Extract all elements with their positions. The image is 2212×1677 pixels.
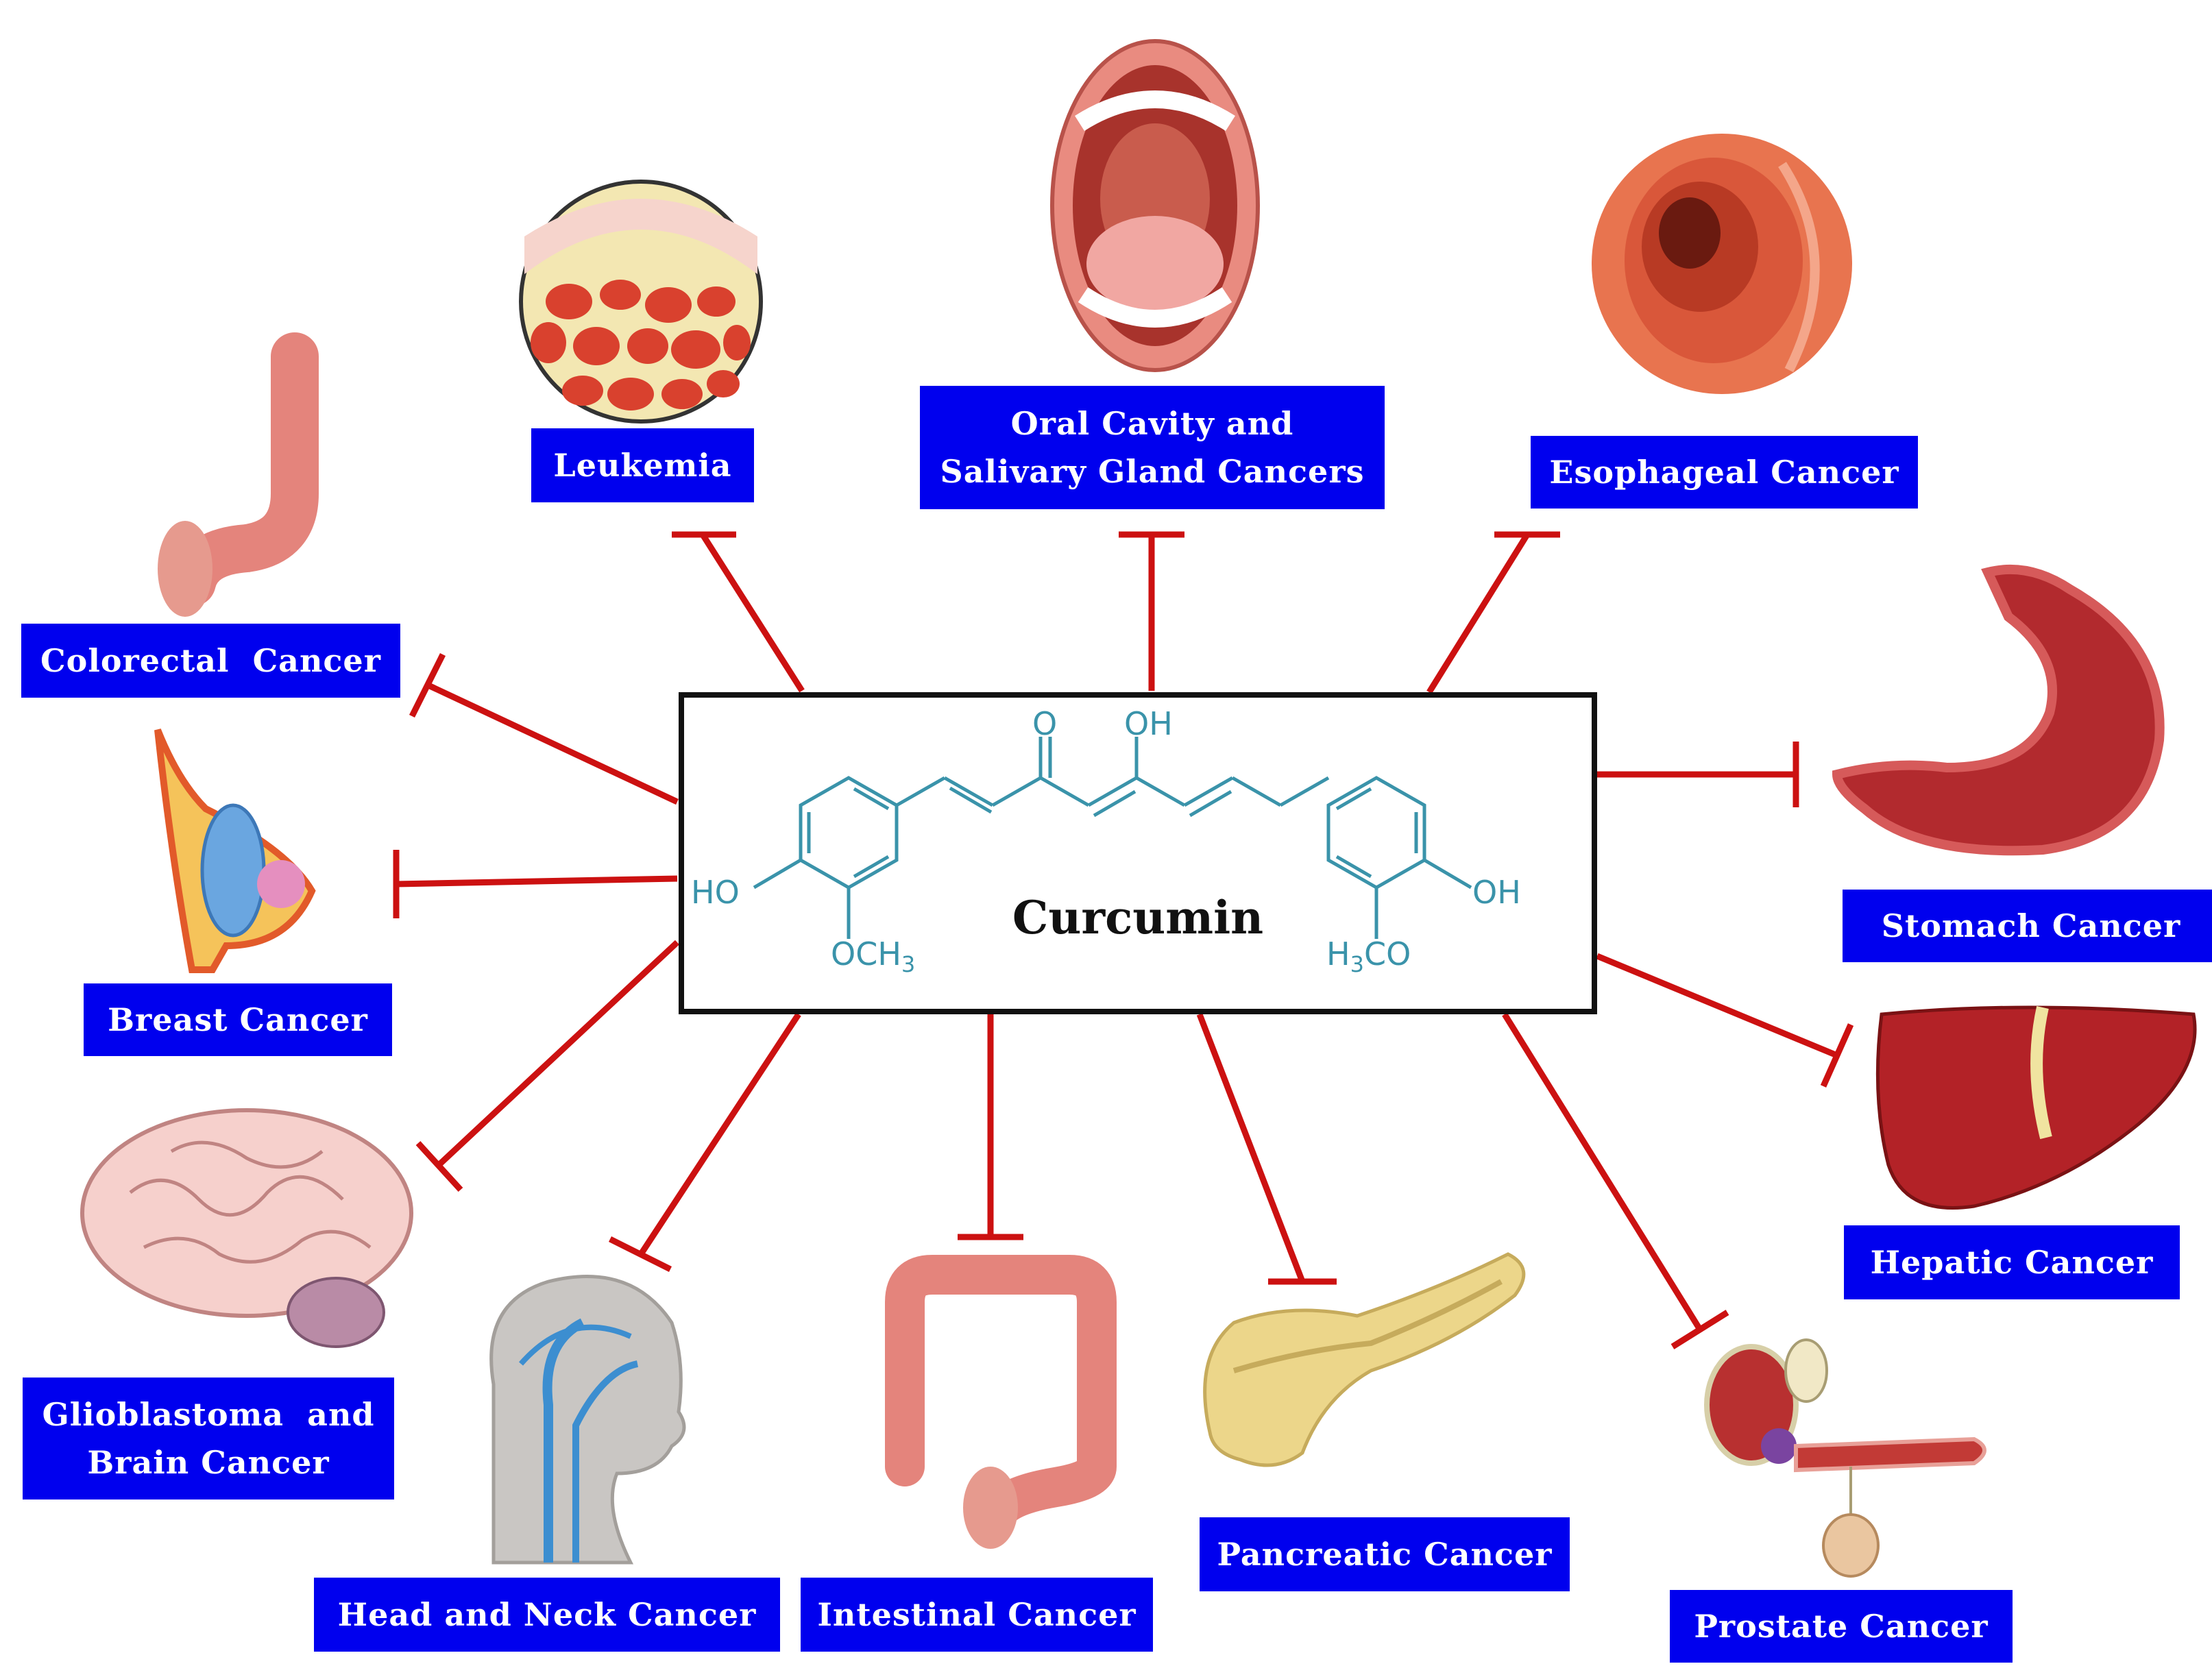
label-text: Pancreatic Cancer xyxy=(1217,1536,1553,1573)
label-headneck: Head and Neck Cancer xyxy=(314,1578,780,1652)
label-text: Oral Cavity and xyxy=(1010,405,1294,442)
inhibit-leukemia xyxy=(672,531,805,693)
label-text: Leukemia xyxy=(553,447,732,484)
inhibit-stomach xyxy=(1597,742,1799,807)
label-text: Prostate Cancer xyxy=(1694,1608,1989,1645)
label-text: Head and Neck Cancer xyxy=(337,1596,757,1633)
atom-h3co-right: H3CO xyxy=(1326,935,1411,977)
label-leukemia: Leukemia xyxy=(531,428,754,502)
label-glioblastoma: Glioblastoma and Brain Cancer xyxy=(23,1378,394,1499)
label-intestinal: Intestinal Cancer xyxy=(801,1578,1153,1652)
label-colorectal: Colorectal Cancer xyxy=(21,624,400,698)
label-text: Hepatic Cancer xyxy=(1870,1244,2154,1281)
label-text: Brain Cancer xyxy=(87,1444,330,1481)
inhibit-esophageal xyxy=(1426,531,1560,694)
inhibit-intestinal xyxy=(958,1014,1023,1240)
head-neck-icon xyxy=(489,1275,686,1565)
atom-keto-o: O xyxy=(1032,705,1057,742)
brain-icon xyxy=(80,1108,413,1348)
esophagus-icon xyxy=(1592,134,1852,394)
inhibit-colorectal xyxy=(409,652,679,805)
liver-icon xyxy=(1875,1005,2197,1210)
label-text: Glioblastoma and xyxy=(42,1396,375,1433)
label-esophageal: Esophageal Cancer xyxy=(1531,436,1918,509)
inhibit-breast xyxy=(393,850,678,918)
stomach-icon xyxy=(1832,564,2165,856)
label-oral: Oral Cavity and Salivary Gland Cancers xyxy=(920,386,1385,509)
pancreas-icon xyxy=(1203,1252,1526,1467)
atom-enol-oh: OH xyxy=(1124,705,1173,742)
inhibit-oral xyxy=(1119,531,1184,691)
inhibit-headneck xyxy=(608,1012,801,1273)
breast-icon xyxy=(154,729,316,973)
intestine-icon xyxy=(885,1255,1117,1549)
label-text: Intestinal Cancer xyxy=(817,1596,1137,1633)
label-text: Colorectal Cancer xyxy=(40,642,381,679)
bone-marrow-icon xyxy=(519,180,763,424)
inhibit-prostate xyxy=(1502,1012,1729,1349)
label-text: Esophageal Cancer xyxy=(1549,454,1899,491)
inhibit-hepatic xyxy=(1596,953,1854,1088)
open-mouth-icon xyxy=(1050,39,1260,372)
inhibit-glioblastoma xyxy=(415,940,680,1192)
atom-oh-right: OH xyxy=(1472,874,1521,911)
label-stomach: Stomach Cancer xyxy=(1843,890,2212,962)
inhibit-pancreatic xyxy=(1196,1013,1337,1285)
label-text: Breast Cancer xyxy=(108,1001,368,1038)
atom-ho-left: HO xyxy=(691,874,740,911)
label-prostate: Prostate Cancer xyxy=(1670,1590,2013,1663)
label-text: Stomach Cancer xyxy=(1881,907,2181,944)
label-pancreatic: Pancreatic Cancer xyxy=(1200,1517,1570,1591)
label-breast: Breast Cancer xyxy=(84,983,392,1056)
label-hepatic: Hepatic Cancer xyxy=(1844,1225,2180,1299)
atom-och3-left: OCH3 xyxy=(831,935,915,977)
prostate-icon xyxy=(1704,1338,1986,1578)
colon-icon xyxy=(158,332,319,617)
center-title: Curcumin xyxy=(1012,891,1264,944)
label-text: Salivary Gland Cancers xyxy=(940,453,1365,490)
